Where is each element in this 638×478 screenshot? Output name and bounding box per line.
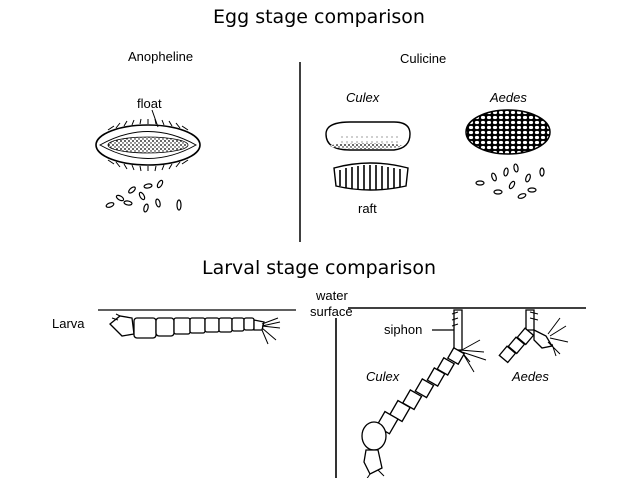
egg-stage-title: Egg stage comparison	[213, 6, 425, 28]
culex-larva	[361, 309, 487, 478]
aedes-larva-label: Aedes	[512, 369, 549, 384]
anopheline-label: Anopheline	[128, 49, 194, 64]
anopheline-larva	[98, 309, 296, 345]
aedes-egg-label: Aedes	[490, 90, 527, 105]
larva-label: Larva	[52, 316, 85, 331]
anopheline-egg	[95, 109, 201, 172]
surface-label: surface	[310, 304, 353, 319]
culex-egg	[325, 121, 411, 151]
culex-raft	[333, 162, 409, 191]
culicine-label: Culicine	[400, 51, 447, 66]
siphon-label: siphon	[384, 322, 423, 337]
larval-stage-title: Larval stage comparison	[202, 257, 436, 279]
culex-egg-label: Culex	[346, 90, 380, 105]
culex-larva-label: Culex	[366, 369, 400, 384]
anopheline-small-eggs	[105, 179, 182, 213]
aedes-larva	[498, 309, 569, 364]
raft-label: raft	[358, 201, 377, 216]
aedes-small-eggs	[475, 163, 545, 199]
float-pointer	[151, 109, 159, 128]
float-label: float	[137, 96, 162, 111]
water-label: water	[316, 288, 348, 303]
aedes-egg	[465, 109, 551, 155]
